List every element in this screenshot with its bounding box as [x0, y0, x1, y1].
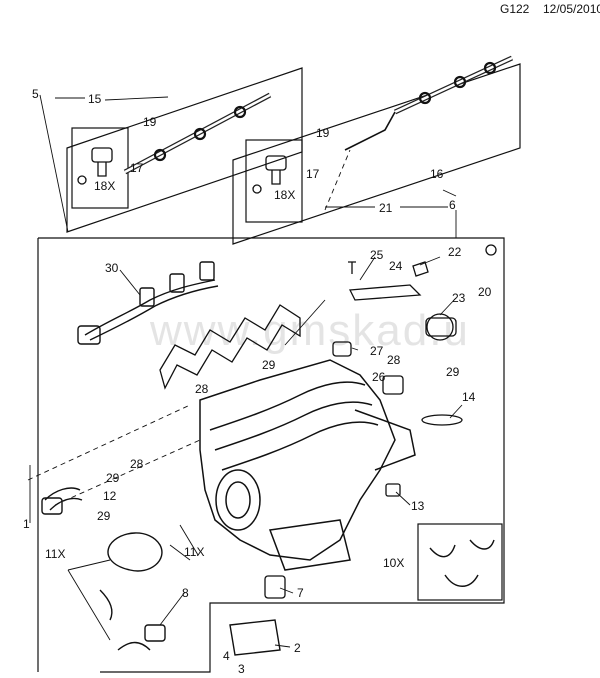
- callout-label: 10X: [383, 556, 404, 570]
- callout-label: 4: [223, 649, 230, 663]
- wiring-harness: [77, 261, 219, 345]
- egr-assembly: [41, 487, 495, 656]
- o-ring: [421, 414, 463, 426]
- callout-label: 24: [389, 259, 403, 273]
- callout-label: 19: [316, 126, 330, 140]
- callout-label: 22: [448, 245, 462, 259]
- fuel-rails: [123, 55, 514, 175]
- callout-label: 29: [97, 509, 111, 523]
- bracket-lower: [229, 619, 281, 656]
- callout-label: 30: [105, 261, 119, 275]
- callout-label: 3: [238, 662, 245, 676]
- mount-icon: [264, 575, 286, 599]
- fuel-rail-panel-left: [66, 67, 303, 233]
- callout-label: 28: [195, 382, 209, 396]
- callout-label: 2: [294, 641, 301, 655]
- callout-labels: 1 2 3 4 5 6 7 8 10X 11X 11X 12 13 14 15 …: [23, 87, 492, 676]
- callout-label: 26: [372, 370, 386, 384]
- dashed-guides: [27, 149, 351, 506]
- watermark: www.gmskad.u: [149, 306, 470, 355]
- callout-label: 17: [130, 161, 144, 175]
- callout-label: 14: [462, 390, 476, 404]
- callout-label: 25: [370, 248, 384, 262]
- callout-label: 29: [106, 471, 120, 485]
- callout-label: 28: [130, 457, 144, 471]
- callout-label: 29: [446, 365, 460, 379]
- callout-label: 28: [387, 353, 401, 367]
- callout-label: 11X: [45, 547, 65, 561]
- callout-label: 7: [297, 586, 304, 600]
- callout-label: 21: [379, 201, 393, 215]
- callout-label: 23: [452, 291, 466, 305]
- pressure-sensor-icon: [426, 313, 454, 341]
- injector-inset-right: [245, 139, 303, 223]
- injector-icons: [77, 147, 287, 194]
- callout-label: 16: [430, 167, 444, 181]
- callout-label: 8: [182, 586, 189, 600]
- fuel-rail-panel-right: [232, 63, 521, 245]
- fuel-rail-panels: [66, 63, 521, 245]
- throttle-body-bore: [215, 469, 261, 531]
- callout-label: 17: [306, 167, 320, 181]
- injector-inset-left: [71, 127, 129, 209]
- callout-label: 6: [449, 198, 456, 212]
- callout-label: 11X: [184, 545, 204, 559]
- injector-icon: [91, 147, 113, 163]
- intake-gasket: [159, 304, 301, 390]
- diagram-code: G122: [500, 2, 530, 16]
- callout-label: 20: [478, 285, 492, 299]
- bolt-icon: [485, 244, 497, 256]
- callout-label: 1: [23, 517, 30, 531]
- callout-label: 18X: [94, 179, 115, 193]
- hose-inset: [417, 523, 503, 601]
- callout-label: 29: [262, 358, 276, 372]
- callout-label: 5: [32, 87, 39, 101]
- callout-label: 27: [370, 344, 384, 358]
- main-frame: [37, 237, 505, 673]
- callout-label: 19: [143, 115, 157, 129]
- injector-icon: [265, 155, 287, 171]
- callout-label: 12: [103, 489, 117, 503]
- diagram-date: 12/05/2010: [543, 2, 600, 16]
- small-parts: [264, 244, 497, 599]
- intake-manifold: [199, 359, 416, 571]
- leader-lines: [29, 94, 463, 648]
- map-sensor-icon: [332, 341, 352, 357]
- bracket: [348, 284, 422, 301]
- callout-label: 13: [411, 499, 425, 513]
- callout-label: 18X: [274, 188, 295, 202]
- callout-label: 15: [88, 92, 102, 106]
